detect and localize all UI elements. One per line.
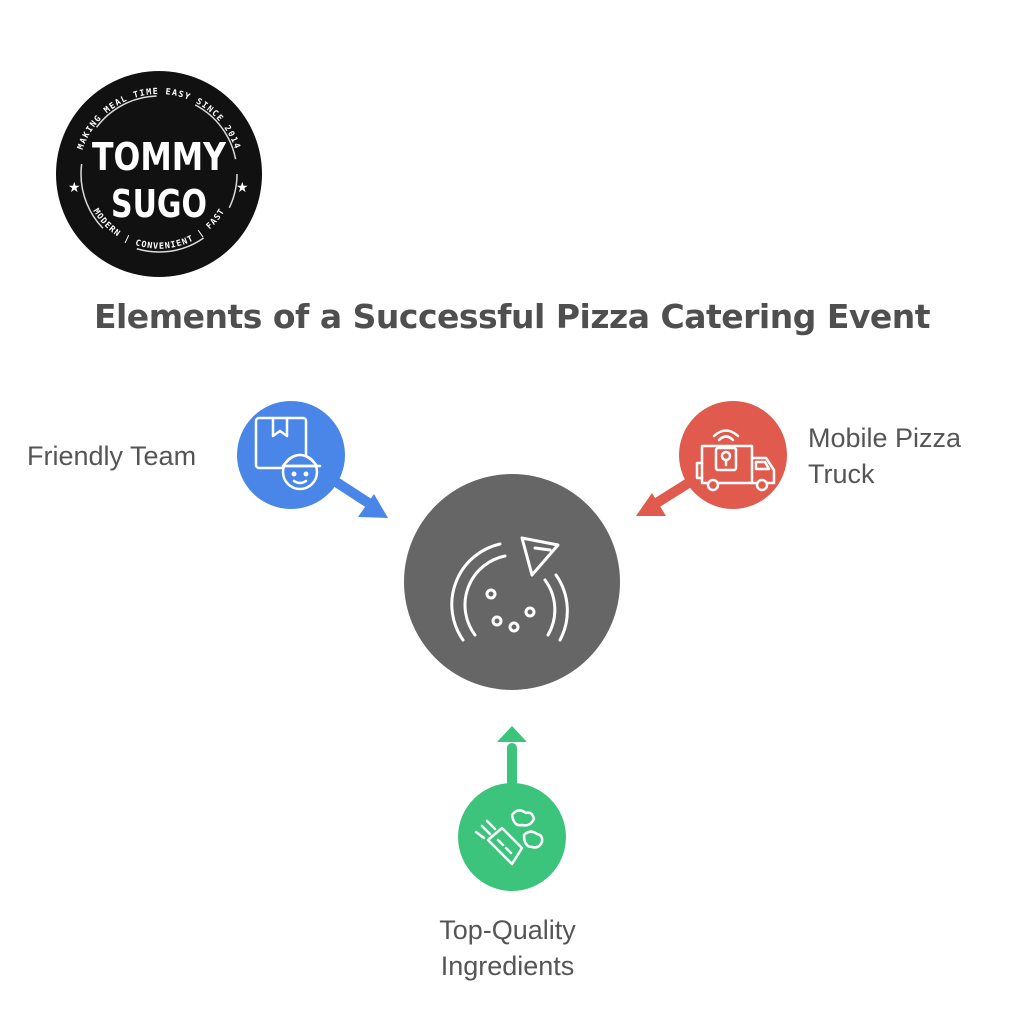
mobile-pizza-truck-circle — [679, 401, 787, 509]
top-quality-ingredients-arrowhead — [497, 726, 527, 742]
friendly-team-label-line1: Friendly Team — [27, 441, 197, 471]
top-quality-ingredients-label: Top-Quality Ingredients — [400, 912, 615, 984]
friendly-team-arrowhead — [358, 494, 388, 518]
logo-name-line2: SUGO — [111, 182, 207, 226]
mobile-pizza-truck-label-line1: Mobile Pizza — [808, 423, 962, 453]
top-quality-ingredients-label-line1: Top-Quality — [439, 915, 576, 945]
mobile-pizza-truck-arrow — [650, 477, 695, 509]
delivery-person-icon — [254, 416, 322, 491]
top-quality-ingredients-node — [458, 726, 566, 891]
mobile-pizza-truck-label: Mobile Pizza Truck — [808, 420, 961, 492]
friendly-team-circle — [237, 401, 345, 509]
food-truck-icon — [695, 429, 776, 492]
mobile-pizza-truck-label-line2: Truck — [808, 459, 875, 489]
center-node — [404, 474, 620, 690]
logo-star-left-icon: ★ — [68, 179, 81, 195]
mobile-pizza-truck-arrowhead — [636, 493, 666, 516]
friendly-team-node — [237, 401, 388, 518]
pizza-icon — [450, 536, 569, 642]
tommy-sugo-logo: MAKING MEAL TIME EASY SINCE 2014 MODERN … — [56, 71, 262, 277]
vegetables-icon — [474, 809, 544, 866]
top-quality-ingredients-label-line2: Ingredients — [440, 951, 575, 981]
logo-name-line1: TOMMY — [92, 135, 226, 179]
center-circle — [404, 474, 620, 690]
logo-star-right-icon: ★ — [236, 179, 249, 195]
friendly-team-label: Friendly Team — [27, 438, 196, 474]
diagram-title: Elements of a Successful Pizza Catering … — [93, 297, 931, 336]
mobile-pizza-truck-node — [636, 401, 787, 516]
